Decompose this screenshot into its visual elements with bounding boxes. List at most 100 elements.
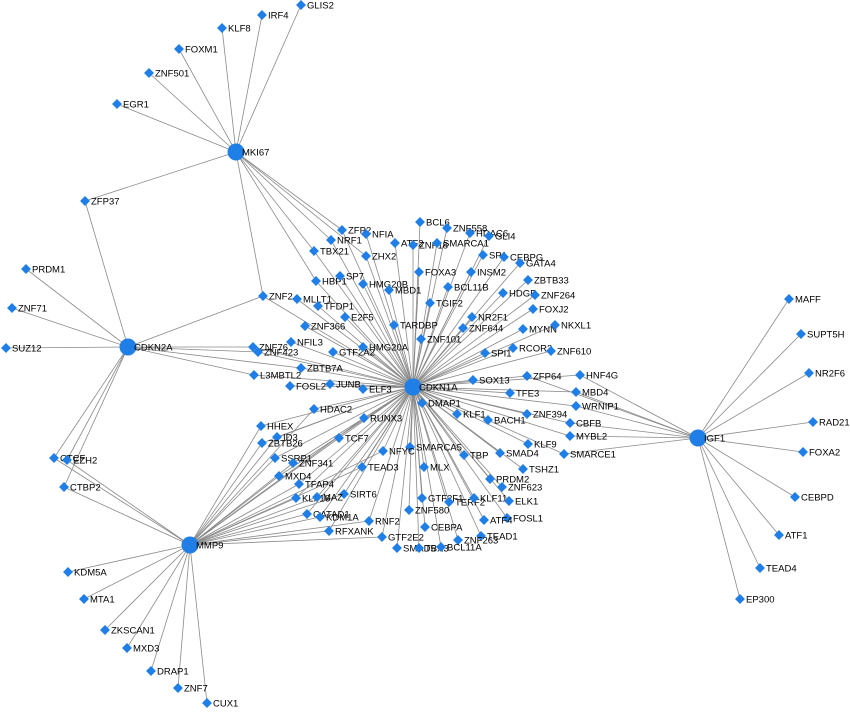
hub-node-igf1: IGF1: [689, 429, 725, 447]
tf-node-sox13: SOX13: [468, 375, 510, 387]
tf-node-runx3: RUNX3: [359, 413, 402, 425]
tf-node-label: CTCF: [60, 454, 86, 465]
tf-node-ctbp2: CTBP2: [59, 482, 101, 494]
tf-node-label: FOXA3: [425, 268, 456, 279]
tf-node-tfe3: TFE3: [505, 388, 539, 400]
hub-circle: [119, 338, 137, 356]
diamond-marker: [100, 625, 110, 635]
diamond-marker: [249, 370, 259, 380]
tf-node-label: MLLT1: [303, 295, 332, 306]
tf-node-label: GTF2A2: [339, 348, 375, 359]
diamond-marker: [565, 431, 575, 441]
tf-node-smarca5: SMARCA5: [405, 442, 462, 454]
edge-tbx21-cdkn1a: [313, 250, 414, 388]
edge-zfp37-cdkn2a: [84, 200, 129, 348]
tf-node-label: ATF1: [785, 531, 808, 542]
edge-nfyc-mmp9: [189, 450, 384, 546]
edge-cebpg-cdkn1a: [412, 256, 505, 388]
tf-node-label: MXD3: [133, 644, 159, 655]
tf-node-label: MTA1: [90, 595, 115, 606]
tf-node-ssrp1: SSRP1: [270, 453, 312, 465]
tf-node-label: IRF4: [268, 11, 289, 22]
tf-node-label: ZFP2: [348, 226, 371, 237]
edge-ctbp2-cdkn2a: [63, 346, 129, 488]
edge-gatad1-cdkn1a: [306, 386, 414, 515]
edge-cbfb-igf1: [569, 422, 699, 439]
diamond-marker: [804, 368, 814, 378]
edge-cebpa-cdkn1a: [412, 386, 426, 528]
tf-node-l3mbtl2: L3MBTL2: [249, 370, 301, 382]
tf-node-label: EZH2: [73, 456, 97, 467]
tf-node-label: FOXA2: [809, 448, 840, 459]
diamond-marker: [504, 496, 514, 506]
tf-node-mxd3: MXD3: [122, 643, 159, 655]
tf-node-label: ATF4: [490, 516, 513, 527]
tf-node-rcor2: RCOR2: [508, 343, 552, 355]
tf-node-label: ELK1: [515, 497, 538, 508]
tf-node-label: NFYC: [389, 447, 415, 458]
diamond-marker: [256, 421, 266, 431]
diamond-marker: [505, 388, 515, 398]
tf-node-tcim1a: KDM1A: [315, 512, 359, 524]
tf-node-maz: MAZ: [312, 492, 343, 504]
tf-node-label: SSRP1: [281, 454, 312, 465]
tf-node-label: NR2F1: [478, 313, 508, 324]
tf-node-label: ZNF264: [541, 291, 575, 302]
diamond-marker: [358, 279, 368, 289]
hub-node-label: MKI67: [242, 148, 269, 159]
hub-node-label: MMP9: [196, 541, 223, 552]
edge-wrnip1-igf1: [575, 405, 699, 439]
tf-node-klf1: KLF1: [452, 409, 486, 421]
diamond-marker: [442, 223, 452, 233]
edge-tbx3-cdkn1a: [412, 386, 420, 549]
tf-node-irf4: IRF4: [257, 10, 289, 22]
tf-node-cux1: CUX1: [202, 698, 238, 710]
tf-node-label: MAFF: [795, 295, 821, 306]
tf-node-label: GATA4: [526, 259, 556, 270]
tf-node-hmg20b: HMG20B: [358, 279, 408, 291]
tf-node-label: RCOR2: [519, 344, 552, 355]
tf-node-label: DRAP1: [157, 667, 189, 678]
edge-smad5-cdkn1a: [396, 386, 414, 549]
tf-node-label: ZNF623: [508, 483, 542, 494]
tf-node-label: SMAD4: [506, 449, 539, 460]
tf-node-znf76: ZNF76: [248, 342, 288, 354]
edge-spi1-cdkn1a: [412, 352, 486, 388]
diamond-marker: [530, 290, 540, 300]
tf-node-hbp1: HBP1: [311, 276, 347, 288]
edge-klf16-mmp9: [189, 497, 297, 546]
tf-node-label: ZNF263: [464, 536, 498, 547]
diamond-marker: [522, 371, 532, 381]
edge-maz-mmp9: [189, 496, 318, 546]
edge-mlx-cdkn1a: [412, 386, 425, 468]
tf-node-smad4: SMAD4: [495, 448, 539, 460]
tf-node-label: KLF11: [480, 494, 507, 505]
edge-prdm1-cdkn2a: [25, 268, 129, 348]
tf-node-label: ZNF71: [18, 304, 47, 315]
tf-node-egr1: EGR1: [112, 99, 149, 111]
diamond-marker: [468, 375, 478, 385]
diamond-marker: [291, 493, 301, 503]
tf-node-smarca1: SMARCA1: [432, 238, 489, 250]
diamond-marker: [485, 474, 495, 484]
diamond-marker: [253, 347, 263, 357]
edge-mbd4-cdkn1a: [412, 386, 577, 393]
tf-node-znf644: ZNF644: [458, 323, 503, 335]
tf-node-label: SMARCA1: [443, 239, 489, 250]
tf-node-label: TBX3: [425, 544, 449, 555]
edge-znf2-cdkn2a: [127, 295, 264, 348]
edge-rnf2-cdkn1a: [368, 386, 414, 522]
tf-node-znf71: ZNF71: [7, 303, 47, 315]
edge-sp7-cdkn1a: [339, 275, 414, 388]
tf-node-label: HDAC2: [320, 405, 352, 416]
edge-supt5h-igf1: [697, 333, 802, 439]
tf-node-label: BCL11B: [454, 283, 489, 294]
diamond-marker: [335, 271, 345, 281]
diamond-marker: [571, 387, 581, 397]
tf-node-znf423: ZNF423: [253, 347, 298, 359]
tf-node-label: EGR1: [123, 100, 149, 111]
tf-node-label: MYNN: [529, 325, 557, 336]
tf-node-gtf2a2: GTF2A2: [328, 347, 375, 359]
tf-node-label: MLX: [430, 463, 450, 474]
diamond-marker: [258, 291, 268, 301]
